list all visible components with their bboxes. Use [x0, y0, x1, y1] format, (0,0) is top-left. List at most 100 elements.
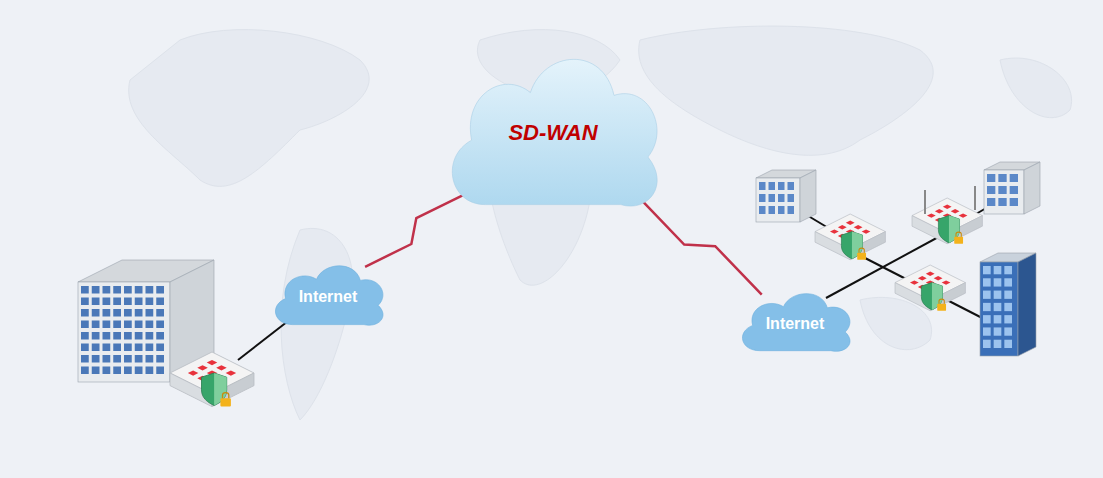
window [135, 286, 143, 294]
window [1004, 266, 1012, 274]
logo-block [927, 213, 936, 217]
firewall-device [912, 198, 982, 244]
window [156, 332, 164, 340]
window [92, 367, 100, 375]
window [81, 332, 89, 340]
window [146, 367, 154, 375]
window [103, 344, 111, 352]
lock-icon [220, 398, 231, 406]
cloud-label: SD-WAN [508, 120, 597, 146]
window [998, 186, 1006, 194]
window [92, 321, 100, 329]
window [998, 174, 1006, 182]
logo-block [846, 221, 855, 225]
window [113, 355, 121, 363]
firewall-device [815, 214, 885, 260]
window [156, 355, 164, 363]
window [113, 309, 121, 317]
window [146, 286, 154, 294]
window [124, 367, 132, 375]
window [987, 186, 995, 194]
window [759, 206, 766, 214]
window [113, 332, 121, 340]
world-map [129, 26, 1072, 420]
logo-block [207, 360, 218, 365]
window [998, 198, 1006, 206]
window [146, 332, 154, 340]
logo-block [830, 229, 839, 233]
network-wire [865, 258, 990, 322]
window [987, 174, 995, 182]
cloud-node: Internet [736, 288, 855, 354]
window [113, 321, 121, 329]
logo-block [226, 370, 237, 375]
window [124, 332, 132, 340]
window [778, 206, 785, 214]
window [983, 303, 991, 311]
window [81, 344, 89, 352]
window [92, 309, 100, 317]
window [92, 298, 100, 306]
window [1004, 291, 1012, 299]
window [103, 298, 111, 306]
window [146, 321, 154, 329]
window [103, 355, 111, 363]
window [124, 344, 132, 352]
firewall-device [895, 265, 965, 311]
window [124, 298, 132, 306]
logo-block [910, 280, 919, 284]
continent-outline [129, 30, 369, 187]
window [769, 206, 776, 214]
window [1010, 198, 1018, 206]
logo-block [216, 365, 227, 370]
window [1004, 340, 1012, 348]
window [1004, 315, 1012, 323]
logo-block [918, 276, 927, 280]
window [1010, 186, 1018, 194]
window [994, 291, 1002, 299]
window [81, 367, 89, 375]
window [994, 315, 1002, 323]
window [92, 344, 100, 352]
cloud-label: Internet [299, 288, 358, 306]
window [103, 321, 111, 329]
network-wire [238, 318, 292, 360]
cloud-node: SD-WAN [440, 45, 666, 213]
building-icon [756, 170, 816, 222]
logo-block [838, 225, 847, 229]
window [146, 355, 154, 363]
window [769, 194, 776, 202]
window [983, 327, 991, 335]
lock-icon [937, 304, 946, 311]
window [788, 206, 795, 214]
window [778, 194, 785, 202]
antenna [974, 186, 976, 210]
window [81, 286, 89, 294]
window [983, 340, 991, 348]
window [124, 321, 132, 329]
window [994, 327, 1002, 335]
window [103, 332, 111, 340]
window [81, 355, 89, 363]
logo-block [862, 229, 871, 233]
window [81, 321, 89, 329]
window [788, 194, 795, 202]
window [156, 309, 164, 317]
window [987, 198, 995, 206]
window [124, 286, 132, 294]
building-icon [980, 253, 1036, 356]
window [983, 291, 991, 299]
window [135, 332, 143, 340]
window [994, 340, 1002, 348]
window [135, 321, 143, 329]
window [156, 321, 164, 329]
window [113, 286, 121, 294]
window [135, 355, 143, 363]
logo-block [926, 272, 935, 276]
window [103, 367, 111, 375]
building-icon [984, 162, 1040, 214]
window [994, 266, 1002, 274]
window [1004, 278, 1012, 286]
lightning-link [365, 195, 463, 267]
